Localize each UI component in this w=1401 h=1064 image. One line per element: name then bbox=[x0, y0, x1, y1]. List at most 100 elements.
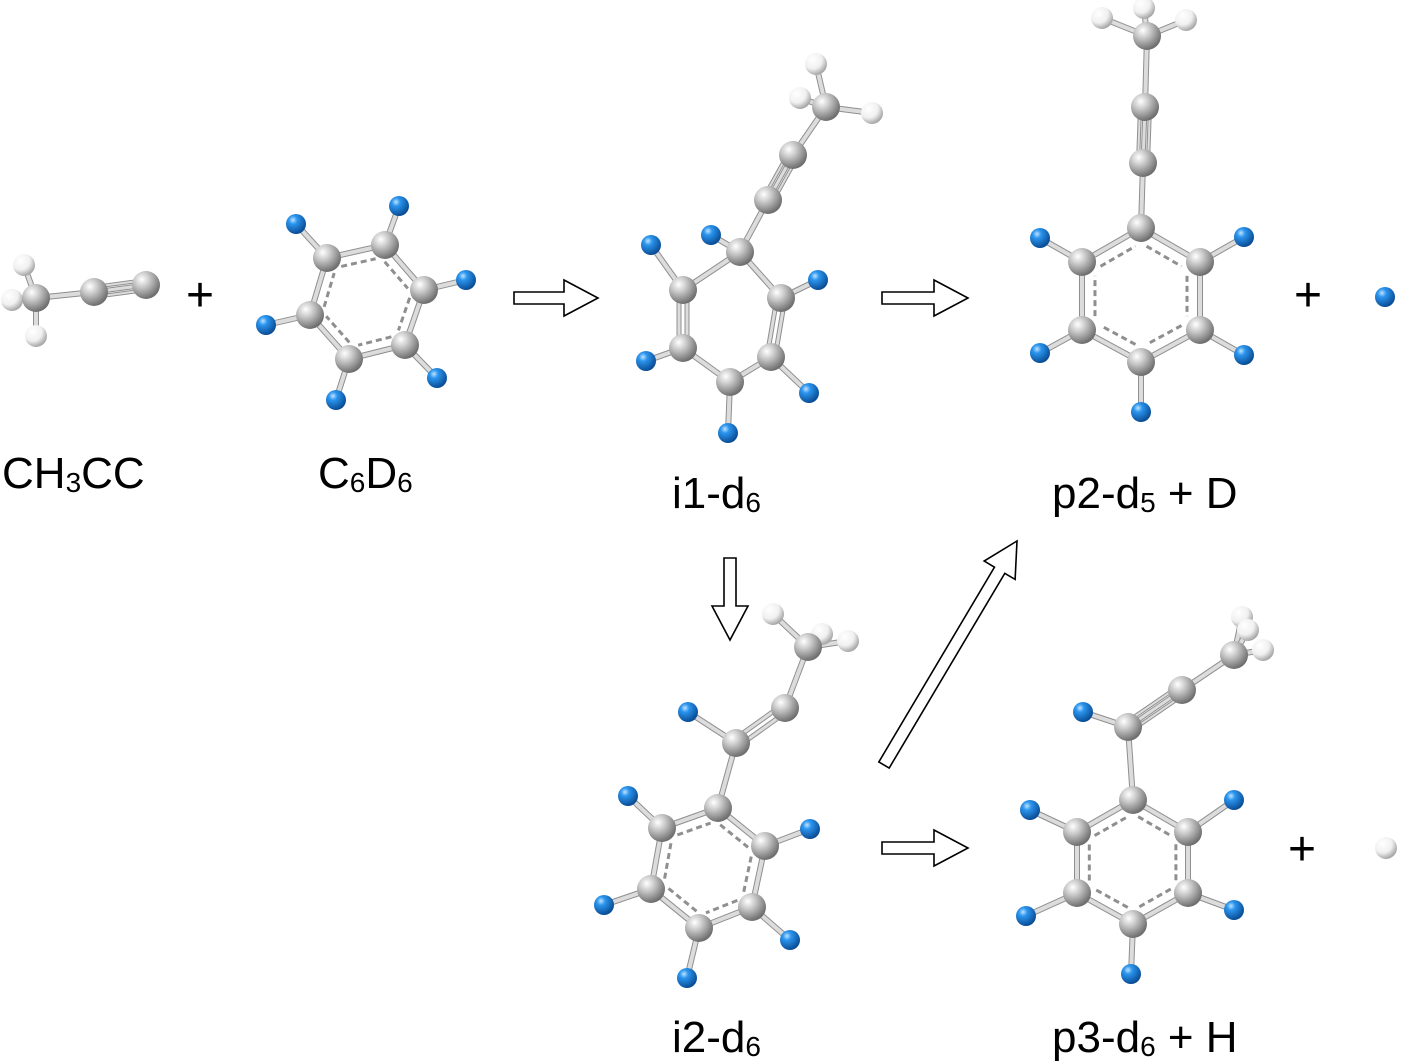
i1-hydrogen-atom bbox=[861, 102, 883, 124]
arrow-reactants-to-i1 bbox=[513, 278, 600, 318]
benzene-carbon-atom bbox=[313, 244, 341, 272]
p3-carbon-atom bbox=[1063, 818, 1091, 846]
i1-carbon-atom bbox=[669, 334, 697, 362]
p2-deuterium-atom bbox=[1234, 227, 1254, 247]
p2-deuterium-atom bbox=[1030, 343, 1050, 363]
i2-ring-aromatic-dash bbox=[663, 842, 673, 879]
plus-sign-p3: + bbox=[1288, 823, 1317, 876]
i1-carbon-atom bbox=[716, 368, 744, 396]
p2-ring-aromatic-dash bbox=[1099, 324, 1137, 346]
label-i1-d6: i1-d6 bbox=[672, 469, 761, 518]
p3-carbon-atom bbox=[1114, 713, 1142, 741]
benzene-ring-aromatic-dash bbox=[357, 335, 392, 347]
p3-deuterium-atom bbox=[1224, 900, 1244, 920]
propynyl-hydrogen-atom bbox=[25, 325, 47, 347]
p3-ring-aromatic-dash bbox=[1093, 815, 1129, 837]
benzene-ring-aromatic-dash bbox=[383, 260, 409, 290]
plus-sign-reactants: + bbox=[186, 269, 215, 322]
free-deuterium-atom bbox=[1375, 287, 1395, 307]
i2-carbon-atom bbox=[751, 832, 779, 860]
i2-hydrogen-atom bbox=[837, 630, 859, 652]
benzene-carbon-atom bbox=[410, 276, 438, 304]
p3-carbon-atom bbox=[1119, 910, 1147, 938]
label-i2-d6: i2-d6 bbox=[672, 1013, 761, 1062]
p3-ring-aromatic-dash bbox=[1137, 887, 1172, 909]
arrows-layer bbox=[513, 278, 1018, 868]
i2-ring-aromatic-dash bbox=[705, 898, 738, 915]
arrow-i2-to-p3 bbox=[881, 828, 970, 868]
p3-carbon-atom bbox=[1168, 676, 1196, 704]
propynyl-carbon-atom bbox=[80, 278, 108, 306]
propynyl-carbon-atom bbox=[132, 271, 160, 299]
i1-carbon-atom bbox=[669, 276, 697, 304]
benzene-deuterium-atom bbox=[427, 368, 447, 388]
i2-carbon-atom bbox=[738, 893, 766, 921]
label-p2-d5-plus-d: p2-d5 + D bbox=[1052, 469, 1238, 518]
i1-deuterium-atom bbox=[701, 225, 721, 245]
i1-carbon-atom bbox=[754, 186, 782, 214]
p2-carbon-atom bbox=[1068, 316, 1096, 344]
p2-deuterium-atom bbox=[1030, 228, 1050, 248]
i1-deuterium-atom bbox=[718, 423, 738, 443]
i2-deuterium-atom bbox=[678, 702, 698, 722]
i2-ring-aromatic-dash bbox=[742, 856, 753, 894]
i1-carbon-atom bbox=[812, 93, 840, 121]
p3-ring-aromatic-dash bbox=[1093, 887, 1129, 909]
benzene-ring-aromatic-dash bbox=[340, 257, 376, 268]
i1-carbon-atom bbox=[726, 238, 754, 266]
i1-deuterium-atom bbox=[808, 270, 828, 290]
p2-hydrogen-atom bbox=[1091, 7, 1113, 29]
p3-deuterium-atom bbox=[1016, 906, 1036, 926]
p2-ring-aromatic-dash bbox=[1145, 244, 1183, 268]
i2-deuterium-atom bbox=[780, 930, 800, 950]
i1-hydrogen-atom bbox=[789, 87, 811, 109]
i2-deuterium-atom bbox=[677, 968, 697, 988]
p2-ring-aromatic-dash bbox=[1145, 324, 1183, 346]
arrow-i1-to-i2 bbox=[710, 557, 750, 642]
i2-deuterium-atom bbox=[594, 895, 614, 915]
benzene-carbon-atom bbox=[371, 231, 399, 259]
benzene-deuterium-atom bbox=[286, 214, 306, 234]
benzene-carbon-atom bbox=[335, 345, 363, 373]
p3-carbon-atom bbox=[1063, 879, 1091, 907]
p3-carbon-atom bbox=[1174, 879, 1202, 907]
i1-deuterium-atom bbox=[636, 351, 656, 371]
i1-hydrogen-atom bbox=[805, 53, 827, 75]
p3-deuterium-atom bbox=[1224, 790, 1244, 810]
i2-carbon-atom bbox=[637, 875, 665, 903]
i2-carbon-atom bbox=[685, 914, 713, 942]
i2-ring-aromatic-dash bbox=[676, 821, 712, 837]
benzene-deuterium-atom bbox=[256, 315, 276, 335]
p3-deuterium-atom bbox=[1121, 964, 1141, 984]
i2-carbon-atom bbox=[771, 694, 799, 722]
p2-carbon-atom bbox=[1068, 248, 1096, 276]
benzene-ring-aromatic-dash bbox=[325, 315, 351, 344]
benzene-carbon-atom bbox=[391, 331, 419, 359]
i2-hydrogen-atom bbox=[762, 603, 784, 625]
i2-carbon-atom bbox=[722, 729, 750, 757]
i1-carbon-atom bbox=[757, 343, 785, 371]
benzene-deuterium-atom bbox=[456, 270, 476, 290]
p2-hydrogen-atom bbox=[1133, 0, 1155, 19]
p3-ring-aromatic-dash bbox=[1137, 815, 1172, 837]
p2-deuterium-atom bbox=[1234, 345, 1254, 365]
p3-carbon-atom bbox=[1174, 818, 1202, 846]
p2-deuterium-atom bbox=[1131, 402, 1151, 422]
i1-carbon-atom bbox=[779, 141, 807, 169]
plus-sign-p2: + bbox=[1294, 269, 1323, 322]
propynyl-carbon-atom bbox=[22, 284, 50, 312]
arrow-i2-to-p2 bbox=[877, 539, 1018, 770]
p3-carbon-atom bbox=[1119, 786, 1147, 814]
benzene-deuterium-atom bbox=[389, 196, 409, 216]
p2-hydrogen-atom bbox=[1175, 9, 1197, 31]
p2-carbon-atom bbox=[1127, 214, 1155, 242]
benzene-ring-aromatic-dash bbox=[322, 272, 336, 308]
i2-deuterium-atom bbox=[800, 819, 820, 839]
label-p3-d6-plus-h: p3-d6 + H bbox=[1052, 1013, 1238, 1062]
benzene-ring-aromatic-dash bbox=[397, 297, 412, 331]
i1-deuterium-atom bbox=[641, 235, 661, 255]
free-hydrogen-atom bbox=[1375, 837, 1397, 859]
propynyl-hydrogen-atom bbox=[13, 254, 35, 276]
p2-carbon-atom bbox=[1186, 316, 1214, 344]
